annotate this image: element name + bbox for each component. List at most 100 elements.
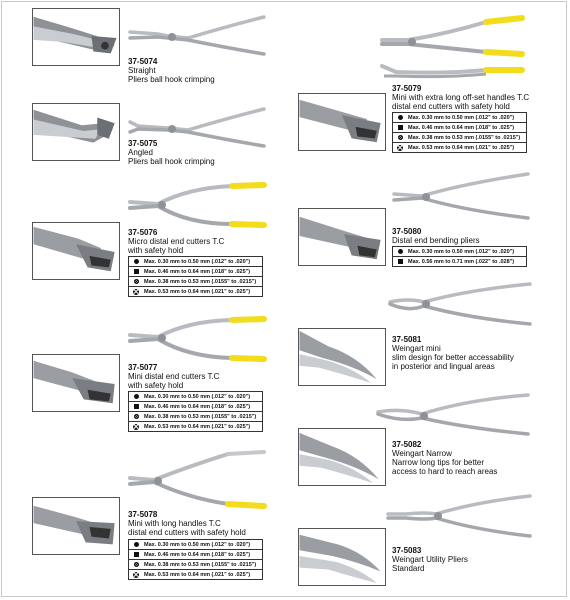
- plier-image-37-5078: [128, 450, 268, 512]
- spec-text: Max. 0.53 mm to 0.64 mm (.021" to .025"): [408, 144, 515, 151]
- plier-tip-closeup-37-5075: [32, 103, 120, 161]
- filled-circle-icon: [133, 542, 139, 547]
- filled-crossed-circle-icon: [397, 144, 403, 151]
- product-desc-line: Weingart Narrow: [392, 449, 452, 458]
- spec-table-37-5077: Max. 0.30 mm to 0.50 mm (.012" to .020")…: [128, 391, 263, 432]
- spec-text: Max. 0.46 mm to 0.64 mm (.018" to .025"): [144, 268, 251, 275]
- spec-text: Max. 0.30 mm to 0.50 mm (.012" to .020"): [408, 248, 515, 255]
- product-desc-line: slim design for better accessability: [392, 353, 514, 362]
- crossed-circle-icon: [397, 135, 403, 140]
- plier-tip-closeup-37-5080: [298, 208, 386, 266]
- spec-row: Max. 0.53 mm to 0.64 mm (.021" to .025"): [129, 570, 262, 580]
- spec-text: Max. 0.46 mm to 0.64 mm (.018" to .025"): [408, 124, 515, 131]
- plier-image-37-5081: [388, 280, 534, 328]
- spec-row: Max. 0.30 mm to 0.50 mm (.012" to .020"): [393, 113, 526, 123]
- spec-row: Max. 0.53 mm to 0.64 mm (.021" to .025"): [393, 143, 526, 153]
- product-desc-line: distal end cutters with safety hold: [392, 102, 510, 111]
- product-desc-line: Weingart mini: [392, 344, 441, 353]
- spec-row: Max. 0.38 mm to 0.53 mm (.0155" to .0215…: [129, 277, 262, 287]
- filled-circle-icon: [133, 259, 139, 264]
- product-code: 37-5081: [392, 335, 422, 344]
- plier-image-37-5075: [128, 106, 268, 150]
- plier-tip-closeup-37-5077: [32, 354, 120, 412]
- filled-square-icon: [133, 269, 139, 274]
- spec-text: Max. 0.53 mm to 0.64 mm (.021" to .025"): [144, 288, 251, 295]
- product-code: 37-5077: [128, 363, 158, 372]
- filled-circle-icon: [397, 249, 403, 254]
- plier-image-37-5082: [376, 392, 532, 438]
- filled-crossed-circle-icon: [133, 423, 139, 430]
- spec-table-37-5078: Max. 0.30 mm to 0.50 mm (.012" to .020")…: [128, 539, 263, 580]
- spec-text: Max. 0.46 mm to 0.64 mm (.018" to .025"): [144, 551, 251, 558]
- plier-image-37-5076: [128, 180, 268, 230]
- spec-text: Max. 0.38 mm to 0.53 mm (.0155" to .0215…: [144, 278, 257, 285]
- spec-text: Max. 0.38 mm to 0.53 mm (.0155" to .0215…: [408, 134, 521, 141]
- crossed-circle-icon: [133, 279, 139, 284]
- spec-text: Max. 0.30 mm to 0.50 mm (.012" to .020"): [144, 541, 251, 548]
- spec-text: Max. 0.56 mm to 0.71 mm (.022" to .028"): [408, 258, 515, 265]
- filled-square-icon: [133, 552, 139, 557]
- spec-row: Max. 0.30 mm to 0.50 mm (.012" to .020"): [129, 392, 262, 402]
- spec-text: Max. 0.38 mm to 0.53 mm (.0155" to .0215…: [144, 561, 257, 568]
- spec-text: Max. 0.53 mm to 0.64 mm (.021" to .025"): [144, 571, 251, 578]
- spec-row: Max. 0.56 mm to 0.71 mm (.022" to .028"): [393, 257, 526, 267]
- filled-square-icon: [397, 259, 403, 264]
- plier-image-37-5077: [128, 315, 268, 363]
- product-desc-line: Weingart Utility Pliers: [392, 555, 468, 564]
- plier-image-37-5079: [376, 14, 526, 80]
- product-desc-line: Narrow long tips for better: [392, 458, 485, 467]
- plier-image-37-5080: [392, 170, 532, 222]
- crossed-circle-icon: [133, 562, 139, 567]
- product-desc-line: in posterior and lingual areas: [392, 362, 495, 371]
- spec-table-37-5076: Max. 0.30 mm to 0.50 mm (.012" to .020")…: [128, 256, 263, 297]
- spec-row: Max. 0.46 mm to 0.64 mm (.018" to .025"): [129, 267, 262, 277]
- spec-row: Max. 0.53 mm to 0.64 mm (.021" to .025"): [129, 287, 262, 297]
- spec-text: Max. 0.30 mm to 0.50 mm (.012" to .020"): [144, 393, 251, 400]
- filled-circle-icon: [397, 115, 403, 120]
- product-desc-line: Micro distal end cutters T.C: [128, 237, 225, 246]
- spec-row: Max. 0.30 mm to 0.50 mm (.012" to .020"): [129, 257, 262, 267]
- product-code: 37-5080: [392, 227, 422, 236]
- spec-text: Max. 0.30 mm to 0.50 mm (.012" to .020"): [408, 114, 515, 121]
- spec-table-37-5080: Max. 0.30 mm to 0.50 mm (.012" to .020")…: [392, 246, 527, 267]
- spec-row: Max. 0.30 mm to 0.50 mm (.012" to .020"): [129, 540, 262, 550]
- spec-row: Max. 0.46 mm to 0.64 mm (.018" to .025"): [129, 550, 262, 560]
- product-code: 37-5075: [128, 139, 158, 148]
- spec-text: Max. 0.30 mm to 0.50 mm (.012" to .020"): [144, 258, 251, 265]
- product-desc-line: Mini with long handles T.C: [128, 519, 221, 528]
- product-code: 37-5082: [392, 440, 422, 449]
- product-code: 37-5076: [128, 228, 158, 237]
- spec-row: Max. 0.38 mm to 0.53 mm (.0155" to .0215…: [129, 412, 262, 422]
- product-desc-line: Straight: [128, 66, 156, 75]
- product-code: 37-5078: [128, 510, 158, 519]
- spec-table-37-5079: Max. 0.30 mm to 0.50 mm (.012" to .020")…: [392, 112, 527, 153]
- product-desc-line: Mini with extra long off-set handles T.C: [392, 93, 530, 102]
- filled-crossed-circle-icon: [133, 288, 139, 295]
- filled-square-icon: [133, 404, 139, 409]
- spec-row: Max. 0.38 mm to 0.53 mm (.0155" to .0215…: [393, 133, 526, 143]
- spec-row: Max. 0.30 mm to 0.50 mm (.012" to .020"): [393, 247, 526, 257]
- filled-square-icon: [397, 125, 403, 130]
- plier-image-37-5074: [128, 14, 268, 58]
- product-desc-line: access to hard to reach areas: [392, 467, 498, 476]
- plier-tip-closeup-37-5076: [32, 222, 120, 280]
- product-desc-line: Mini distal end cutters T.C: [128, 372, 220, 381]
- product-desc-line: with safety hold: [128, 246, 184, 255]
- product-desc-line: Distal end bending pliers: [392, 236, 480, 245]
- spec-row: Max. 0.46 mm to 0.64 mm (.018" to .025"): [129, 402, 262, 412]
- filled-circle-icon: [133, 394, 139, 399]
- spec-row: Max. 0.38 mm to 0.53 mm (.0155" to .0215…: [129, 560, 262, 570]
- product-code: 37-5079: [392, 84, 422, 93]
- product-code: 37-5083: [392, 546, 422, 555]
- spec-text: Max. 0.53 mm to 0.64 mm (.021" to .025"): [144, 423, 251, 430]
- product-code: 37-5074: [128, 57, 158, 66]
- plier-tip-closeup-37-5079: [298, 93, 386, 151]
- filled-crossed-circle-icon: [133, 571, 139, 578]
- plier-tip-closeup-37-5078: [32, 497, 120, 555]
- product-desc-line: Angled: [128, 148, 153, 157]
- spec-row: Max. 0.53 mm to 0.64 mm (.021" to .025"): [129, 422, 262, 432]
- product-desc-line: Pliers ball hook crimping: [128, 157, 215, 166]
- spec-text: Max. 0.46 mm to 0.64 mm (.018" to .025"): [144, 403, 251, 410]
- plier-tip-closeup-37-5074: [32, 8, 120, 66]
